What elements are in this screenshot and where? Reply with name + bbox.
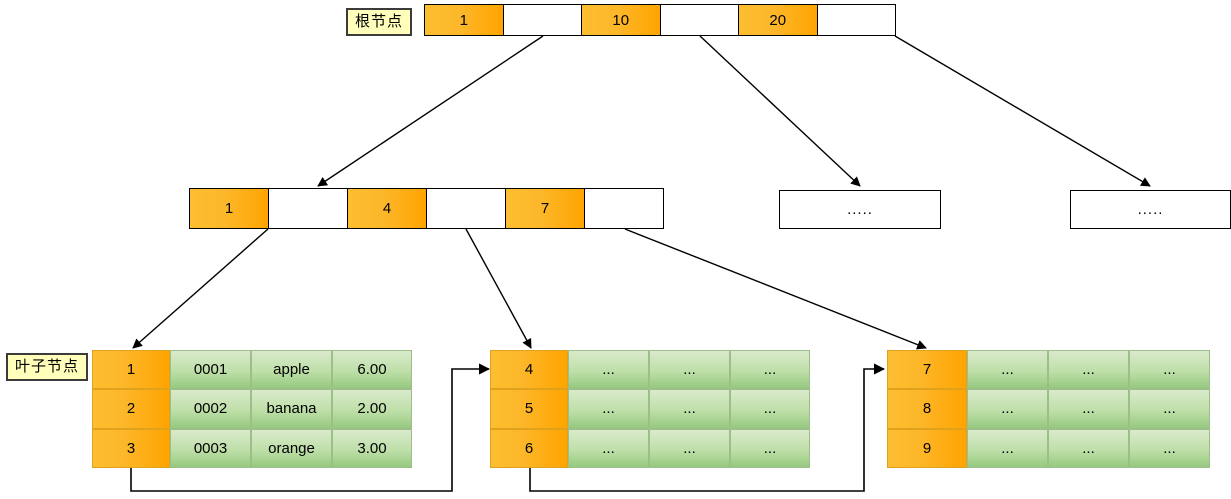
- root-node-label: 根节点: [346, 8, 413, 36]
- leaf-node-3[interactable]: 7 ... ... ... 8 ... ... ... 9 ... ... ..…: [887, 350, 1210, 468]
- edge-root-to-internal-2: [699, 35, 861, 187]
- internal-node-3-ellipsis: .....: [1137, 201, 1164, 218]
- root-cell-key-1[interactable]: 1: [425, 5, 504, 35]
- internal-node-2[interactable]: .....: [779, 190, 941, 229]
- leaf-1-row-1-fruit[interactable]: apple: [251, 350, 332, 390]
- leaf-1-row-1-key[interactable]: 1: [92, 350, 170, 390]
- leaf-2-row-3-id[interactable]: ...: [568, 428, 649, 468]
- leaf-3-row-2-key[interactable]: 8: [887, 389, 967, 429]
- internal-1-cell-ptr-2[interactable]: [427, 189, 506, 228]
- leaf-2-row-2-key[interactable]: 5: [490, 389, 568, 429]
- internal-1-cell-ptr-3[interactable]: [585, 189, 663, 228]
- internal-1-cell-ptr-1[interactable]: [269, 189, 348, 228]
- leaf-1-row-2-fruit[interactable]: banana: [251, 389, 332, 429]
- leaf-2-row-2-price[interactable]: ...: [730, 389, 810, 429]
- leaf-2-row-1-id[interactable]: ...: [568, 350, 649, 390]
- internal-1-cell-key-1[interactable]: 1: [190, 189, 269, 228]
- edge-root-to-internal-3: [894, 35, 1151, 187]
- internal-node-2-ellipsis: .....: [847, 201, 873, 218]
- leaf-3-row-1-id[interactable]: ...: [967, 350, 1048, 390]
- leaf-1-row-2-key[interactable]: 2: [92, 389, 170, 429]
- edge-root-to-internal-1: [317, 35, 544, 187]
- leaf-1-row-2-id[interactable]: 0002: [170, 389, 251, 429]
- root-cell-ptr-3[interactable]: [817, 5, 895, 35]
- leaf-2-row-1[interactable]: 4 ... ... ...: [490, 350, 810, 390]
- root-node[interactable]: 1 10 20: [424, 4, 896, 36]
- root-cell-ptr-2[interactable]: [660, 5, 739, 35]
- leaf-1-row-3[interactable]: 3 0003 orange 3.00: [92, 428, 412, 468]
- internal-node-3[interactable]: .....: [1070, 190, 1231, 229]
- leaf-1-row-1[interactable]: 1 0001 apple 6.00: [92, 350, 412, 390]
- leaf-3-row-2[interactable]: 8 ... ... ...: [887, 389, 1210, 429]
- leaf-3-row-3-id[interactable]: ...: [967, 428, 1048, 468]
- leaf-1-row-1-id[interactable]: 0001: [170, 350, 251, 390]
- leaf-1-row-2-price[interactable]: 2.00: [332, 389, 412, 429]
- leaf-3-row-1-fruit[interactable]: ...: [1048, 350, 1129, 390]
- leaf-2-row-1-key[interactable]: 4: [490, 350, 568, 390]
- edge-internal-to-leaf-2: [465, 228, 532, 349]
- internal-1-cell-key-3[interactable]: 7: [506, 189, 585, 228]
- leaf-3-row-2-id[interactable]: ...: [967, 389, 1048, 429]
- leaf-2-row-3[interactable]: 6 ... ... ...: [490, 428, 810, 468]
- leaf-node-2[interactable]: 4 ... ... ... 5 ... ... ... 6 ... ... ..…: [490, 350, 810, 468]
- leaf-1-row-3-fruit[interactable]: orange: [251, 428, 332, 468]
- root-cell-ptr-1[interactable]: [503, 5, 582, 35]
- leaf-3-row-1[interactable]: 7 ... ... ...: [887, 350, 1210, 390]
- leaf-3-row-3-price[interactable]: ...: [1129, 428, 1210, 468]
- internal-node-1[interactable]: 1 4 7: [189, 188, 664, 229]
- leaf-2-row-3-price[interactable]: ...: [730, 428, 810, 468]
- leaf-2-row-2[interactable]: 5 ... ... ...: [490, 389, 810, 429]
- root-cell-key-2[interactable]: 10: [582, 5, 661, 35]
- leaf-node-1[interactable]: 1 0001 apple 6.00 2 0002 banana 2.00 3 0…: [92, 350, 412, 468]
- leaf-2-row-1-fruit[interactable]: ...: [649, 350, 730, 390]
- leaf-3-row-1-price[interactable]: ...: [1129, 350, 1210, 390]
- leaf-2-row-2-id[interactable]: ...: [568, 389, 649, 429]
- leaf-node-label: 叶子节点: [6, 353, 89, 381]
- leaf-3-row-1-key[interactable]: 7: [887, 350, 967, 390]
- leaf-1-row-2[interactable]: 2 0002 banana 2.00: [92, 389, 412, 429]
- leaf-1-row-3-price[interactable]: 3.00: [332, 428, 412, 468]
- leaf-2-row-2-fruit[interactable]: ...: [649, 389, 730, 429]
- leaf-2-row-1-price[interactable]: ...: [730, 350, 810, 390]
- leaf-3-row-3[interactable]: 9 ... ... ...: [887, 428, 1210, 468]
- root-cell-key-3[interactable]: 20: [739, 5, 818, 35]
- edge-internal-to-leaf-3: [624, 228, 927, 350]
- leaf-1-row-1-price[interactable]: 6.00: [332, 350, 412, 390]
- leaf-3-row-2-fruit[interactable]: ...: [1048, 389, 1129, 429]
- leaf-2-row-3-fruit[interactable]: ...: [649, 428, 730, 468]
- internal-1-cell-key-2[interactable]: 4: [348, 189, 427, 228]
- leaf-1-row-3-key[interactable]: 3: [92, 428, 170, 468]
- leaf-1-row-3-id[interactable]: 0003: [170, 428, 251, 468]
- leaf-3-row-2-price[interactable]: ...: [1129, 389, 1210, 429]
- leaf-3-row-3-key[interactable]: 9: [887, 428, 967, 468]
- edge-internal-to-leaf-1: [132, 228, 269, 349]
- leaf-2-row-3-key[interactable]: 6: [490, 428, 568, 468]
- leaf-3-row-3-fruit[interactable]: ...: [1048, 428, 1129, 468]
